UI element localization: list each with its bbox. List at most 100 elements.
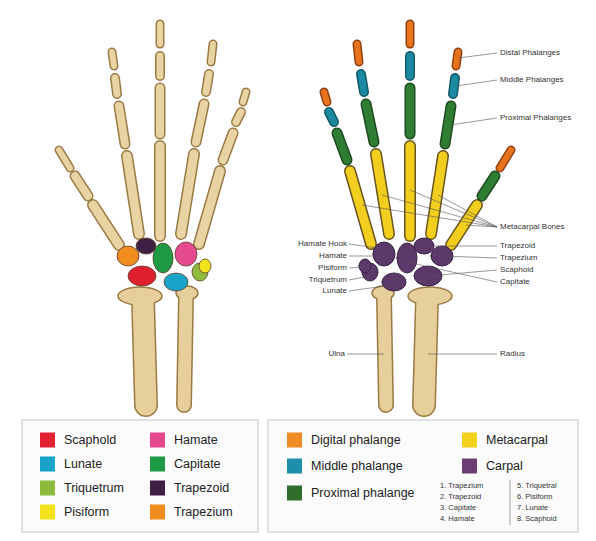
numbered-key-item: 3. Capitate [440, 504, 476, 512]
right-hand-bones [324, 24, 511, 168]
left-hand-bones [59, 24, 246, 168]
part-label: Proximal Phalanges [500, 114, 571, 122]
legend-swatch [287, 433, 302, 448]
part-label: Metacarpal Bones [500, 223, 564, 231]
forearm-bone [184, 297, 186, 405]
legend-item: Carpal [462, 459, 523, 474]
forearm-bone [118, 286, 198, 405]
legend-panel [268, 420, 578, 532]
legend-label: Proximal phalange [311, 487, 415, 500]
left-hand-bones [115, 56, 241, 122]
leader-line [428, 270, 497, 276]
left-hand-bones [115, 56, 241, 122]
legend-panel [22, 420, 258, 532]
left-hand-carpals [199, 259, 211, 273]
left-hand-carpals [164, 273, 188, 291]
legend-label: Hamate [174, 434, 218, 447]
key-separator [510, 480, 511, 525]
left-hand-bones [75, 88, 233, 196]
leader-line [349, 244, 378, 248]
leader-line [347, 53, 497, 354]
legend-swatch [287, 486, 302, 501]
legend-label: Metacarpal [486, 434, 548, 447]
legend-item: Scaphold [40, 433, 116, 448]
part-label: Triquetrum [309, 276, 347, 284]
legend-swatch [462, 459, 477, 474]
right-hand-bones [324, 24, 511, 405]
part-label: Trapezoid [500, 242, 535, 250]
part-label: Capitate [500, 278, 530, 286]
legend-item: Pisiform [40, 505, 109, 520]
legend-swatch [150, 457, 165, 472]
forearm-bone [143, 300, 146, 405]
left-hand-carpals [175, 242, 197, 266]
legend-swatch [40, 433, 55, 448]
legend-item: Metacarpal [462, 433, 548, 448]
numbered-key-item: 6. Pisiform [517, 493, 552, 501]
legend-swatch [40, 481, 55, 496]
legend-label: Trapezoid [174, 482, 229, 495]
legend-swatch [150, 433, 165, 448]
legend-label: Carpal [486, 460, 523, 473]
legend-label: Scaphold [64, 434, 116, 447]
leader-line [442, 256, 497, 258]
legend-item: Capitate [150, 457, 221, 472]
left-hand-bones [93, 146, 220, 245]
legend-label: Triquetrum [64, 482, 124, 495]
legend-item: Lunate [40, 457, 102, 472]
numbered-key-item: 2. Trapezoid [440, 493, 481, 501]
left-hand-bones [59, 24, 246, 168]
left-hand-carpals [128, 266, 156, 286]
left-hand-bones [75, 88, 233, 196]
leader-line [349, 276, 370, 280]
legend-item: Triquetrum [40, 481, 124, 496]
legend-item: Trapezium [150, 505, 233, 520]
legend-swatch [150, 481, 165, 496]
leader-line [458, 53, 497, 58]
legend-label: Digital phalange [311, 434, 401, 447]
legend-item: Middle phalange [287, 459, 403, 474]
leader-line [347, 354, 384, 355]
leader-line [450, 118, 497, 125]
right-hand-bones [337, 88, 495, 196]
numbered-key-item: 8. Scaphoid [517, 515, 557, 523]
forearm-bone [143, 300, 146, 405]
left-hand-carpals [117, 246, 139, 266]
leader-line [428, 354, 497, 355]
part-label: Hamate [319, 252, 347, 260]
legend-item: Digital phalange [287, 433, 401, 448]
left-hand-carpals [136, 238, 156, 254]
leader-line [410, 190, 497, 227]
numbered-key-item: 4. Hamate [440, 515, 475, 523]
part-label: Middle Phalanges [500, 76, 564, 84]
legend-label: Middle phalange [311, 460, 403, 473]
legend-swatch [150, 505, 165, 520]
legend-item: Trapezoid [150, 481, 229, 496]
right-hand-bones [350, 146, 477, 245]
right-hand-bones [337, 88, 495, 196]
part-label: Distal Phalanges [500, 49, 560, 57]
part-label: Pisiform [318, 264, 347, 272]
legend-label: Lunate [64, 458, 102, 471]
legend-item: Proximal phalange [287, 486, 415, 501]
right-hand-bones [372, 286, 452, 405]
legend-label: Trapezium [174, 506, 233, 519]
leader-line [362, 205, 497, 227]
leader-line [349, 267, 364, 268]
numbered-key-item: 1. Trapezium [440, 482, 483, 490]
legend-swatch [287, 459, 302, 474]
right-hand-bones [329, 56, 455, 122]
left-hand-bones [59, 24, 246, 245]
leader-line [424, 246, 497, 247]
right-hand-bones [350, 146, 477, 245]
part-label: Scaphoid [500, 266, 533, 274]
legend-swatch [40, 457, 55, 472]
right-hand-bones [324, 24, 511, 168]
leader-line [349, 256, 384, 257]
right-hand-bones [329, 56, 455, 122]
legend-panel [22, 420, 578, 532]
left-hand-carpals [117, 238, 211, 291]
left-hand-carpals [153, 243, 173, 273]
legend-item: Hamate [150, 433, 218, 448]
